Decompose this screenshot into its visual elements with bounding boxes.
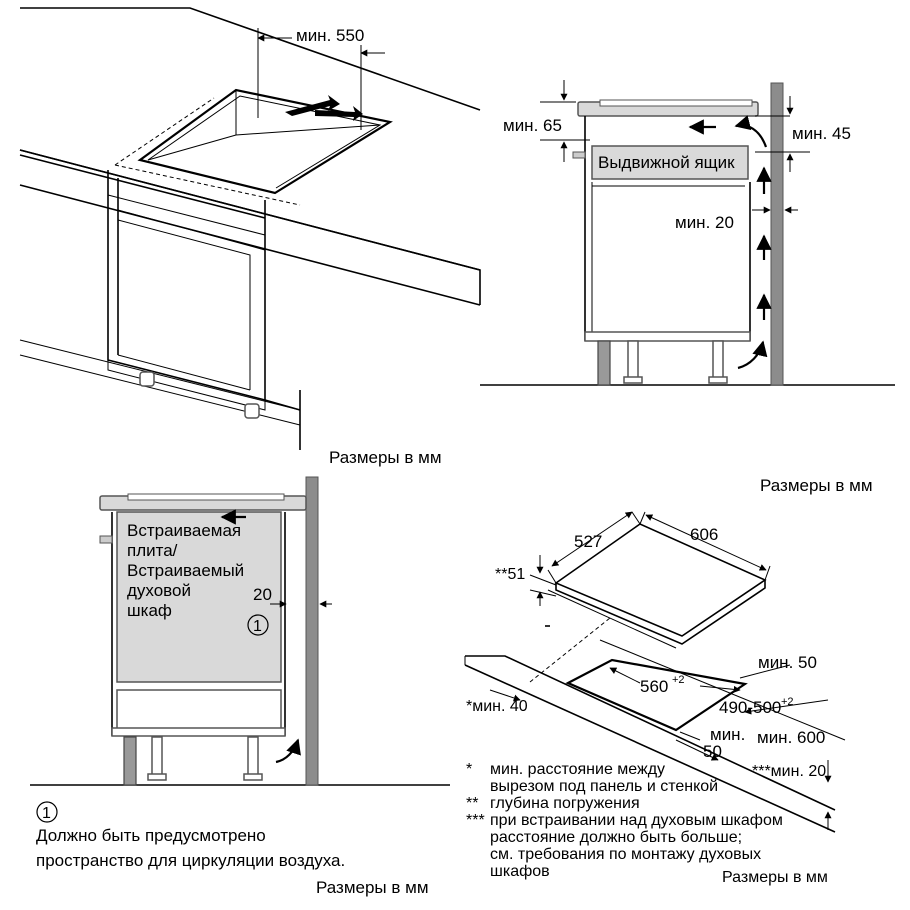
drawer (591, 145, 749, 180)
oven-label-line-2: плита/ (127, 541, 178, 560)
units-label-bottom-right: Размеры в мм (722, 869, 828, 886)
dim-490-500-label: 490-500 (719, 698, 781, 717)
footnote-2-line-1: глубина погружения (490, 795, 640, 812)
oven-label-line-3: Встраиваемый (127, 561, 244, 580)
drawer-label: Выдвижной ящик (598, 153, 735, 172)
marker-1: 1 (253, 618, 262, 635)
dim-51-label: **51 (495, 566, 525, 583)
footnote-1-line-1: мин. расстояние между (490, 761, 665, 778)
footnote-3-line-2: расстояние должно быть больше; (490, 829, 742, 846)
dim-min-50-bottom-label-a: мин. (710, 725, 745, 744)
dim-min-65-label: мин. 65 (503, 116, 562, 135)
dim-560-label: 560 (640, 677, 668, 696)
footnote-1-line-2: вырезом под панель и стенкой (490, 778, 718, 795)
oven-label-line-4: духовой (127, 581, 191, 600)
dim-min-50-top-label: мин. 50 (758, 653, 817, 672)
dim-527-label: 527 (574, 532, 602, 551)
dim-min-20-label: мин. 20 (675, 213, 734, 232)
footnote-3-line-4: шкафов (490, 863, 550, 880)
dim-min-20-label-hob: ***мин. 20 (752, 763, 826, 780)
dim-20-label: 20 (253, 585, 272, 604)
note-line-2: пространство для циркуляции воздуха. (36, 851, 345, 870)
note-marker: 1 (42, 805, 51, 822)
oven-label-line-5: шкаф (127, 601, 172, 620)
oven-section-view: 1 Встраиваемая плита/ Встраиваемый духов… (30, 476, 450, 897)
dim-min-45-label: мин. 45 (792, 124, 851, 143)
dim-min-600-label: мин. 600 (757, 728, 825, 747)
footnote-3-mark: *** (466, 812, 485, 829)
dim-min-40-label: *мин. 40 (466, 698, 528, 715)
footnote-2-mark: ** (466, 795, 478, 812)
dim-min-550-label: мин. 550 (296, 26, 364, 45)
footnote-3-line-3: см. требования по монтажу духовых (490, 846, 761, 863)
dim-490-500-tolerance: +2 (781, 696, 794, 708)
hob-dimensions-view: Размеры в мм 527 (464, 476, 873, 886)
dim-560-tolerance: +2 (672, 674, 685, 686)
footnote-3-line-1: при встраивании над духовым шкафом (490, 812, 783, 829)
oven-box (116, 511, 282, 683)
note-line-1: Должно быть предусмотрено (36, 826, 266, 845)
dim-606-label: 606 (690, 525, 718, 544)
wall (770, 82, 784, 386)
oven-label-line-1: Встраиваемая (127, 521, 241, 540)
units-label-bottom-left: Размеры в мм (316, 878, 429, 897)
units-label-top-left: Размеры в мм (329, 448, 442, 467)
wall-bottom-left (305, 476, 319, 786)
units-label-top-right: Размеры в мм (760, 476, 873, 495)
footnote-1-mark: * (466, 761, 472, 778)
dim-min-50-bottom-label-b: 50 (703, 742, 722, 761)
worktop-perspective-view: мин. 550 Размеры в мм (19, 7, 481, 467)
drawer-section-view: мин. 65 мин. 45 Выдвижной ящик мин. 20 (480, 80, 895, 386)
